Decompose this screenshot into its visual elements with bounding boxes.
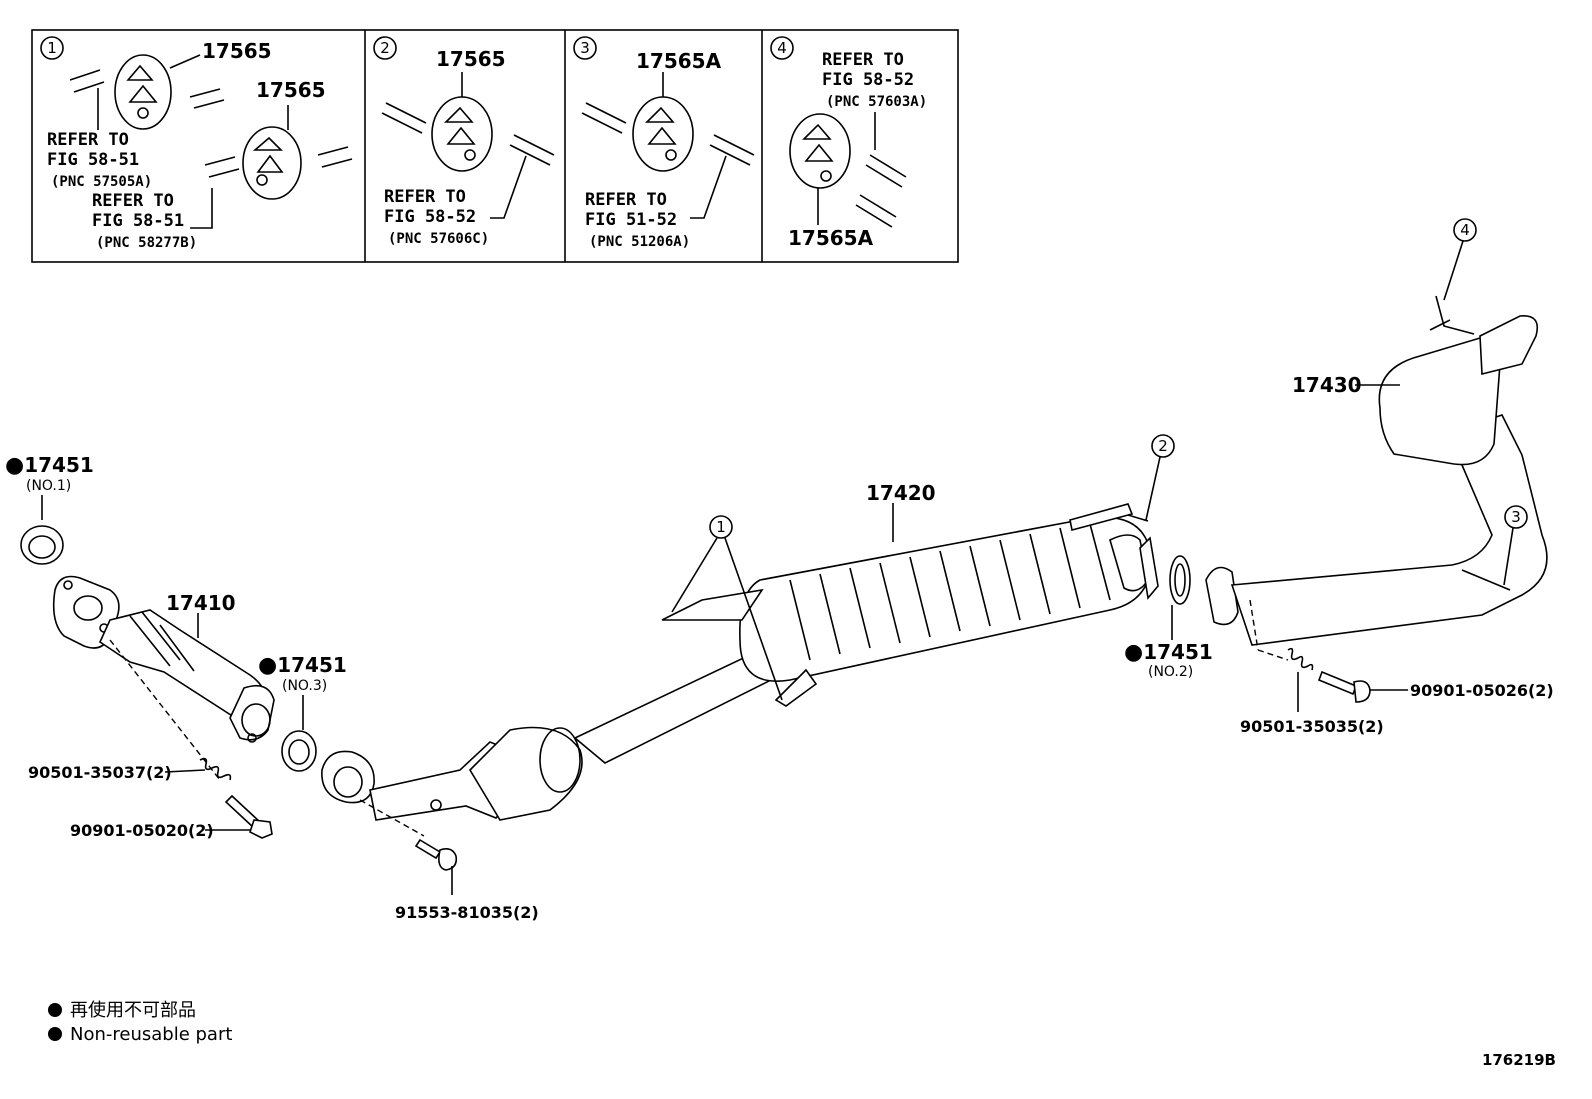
- gasket-no2: [1169, 555, 1191, 640]
- part-number-17451-no3: ●17451: [258, 653, 347, 678]
- pnc-ref: (PNC 58277B): [96, 235, 197, 251]
- pnc-ref: (PNC 57603A): [826, 94, 927, 110]
- part-number-90901-05020: 90901-05020(2): [70, 821, 214, 840]
- legend-item-jp: 再使用不可部品: [70, 1000, 196, 1021]
- panel-number: 4: [777, 39, 787, 57]
- callout-4: 4: [1443, 218, 1477, 301]
- part-number-90501-35035: 90501-35035(2): [1240, 717, 1384, 736]
- part-number-17451-no1: ●17451: [5, 453, 94, 478]
- callout-3: 3: [1503, 505, 1528, 586]
- pnc-ref: (PNC 57505A): [51, 174, 152, 190]
- svg-text:2: 2: [1158, 437, 1168, 455]
- pnc-ref: (PNC 51206A): [589, 234, 690, 250]
- spring-front: [199, 757, 232, 781]
- panel-number: 1: [47, 39, 57, 57]
- part-number-90901-05026: 90901-05026(2): [1410, 681, 1554, 700]
- svg-text:3: 3: [1511, 508, 1521, 526]
- tail-pipe-17430: [1205, 295, 1548, 651]
- refer-to-line: REFER TO: [822, 50, 904, 70]
- inset-panel-3: 3 17565A REFER TO FIG 51-52 (PNC 51206A): [573, 36, 755, 250]
- part-label-17565a: 17565A: [636, 49, 722, 73]
- panel-number: 3: [580, 39, 590, 57]
- part-number-91553-81035: 91553-81035(2): [395, 903, 539, 922]
- fig-ref: FIG 58-51: [47, 150, 139, 170]
- legend-item-en: Non-reusable part: [70, 1024, 232, 1045]
- part-number-17420: 17420: [866, 481, 936, 505]
- svg-text:4: 4: [1460, 221, 1470, 239]
- part-number-17430: 17430: [1292, 373, 1362, 397]
- panel-number: 2: [380, 39, 390, 57]
- bolt-rear: [1317, 670, 1408, 703]
- part-number-17451-no2: ●17451: [1124, 640, 1213, 665]
- fig-ref: FIG 58-52: [822, 70, 914, 90]
- part-label-17565a: 17565A: [788, 226, 874, 250]
- bolt-center: [359, 799, 458, 895]
- figure-id: 176219B: [1482, 1051, 1556, 1069]
- pnc-ref: (PNC 57606C): [388, 231, 489, 247]
- part-sub-no1: (NO.1): [26, 478, 71, 494]
- gasket-no1: [20, 495, 64, 565]
- part-sub-no2: (NO.2): [1148, 664, 1193, 680]
- inset-panels: [31, 29, 959, 263]
- part-sub-no3: (NO.3): [282, 678, 327, 694]
- center-pipe-17420: [321, 503, 1159, 821]
- part-label-17565: 17565: [202, 39, 272, 63]
- part-label-17565: 17565: [436, 47, 506, 71]
- fig-ref: FIG 58-51: [92, 211, 184, 231]
- front-pipe-17410: [52, 575, 275, 781]
- bolt-front: [224, 794, 273, 839]
- refer-to-line: REFER TO: [92, 191, 174, 211]
- svg-text:1: 1: [716, 518, 726, 536]
- inset-panel-1: 1 17565 17565 REFER TO FIG 58-51 (PNC 57…: [40, 36, 353, 251]
- legend: 再使用不可部品 Non-reusable part: [48, 1000, 232, 1045]
- spring-rear: [1257, 647, 1314, 712]
- part-number-90501-35037: 90501-35037(2): [28, 763, 172, 782]
- fig-ref: FIG 58-52: [384, 207, 476, 227]
- refer-to-line: REFER TO: [384, 187, 466, 207]
- inset-panel-2: 2 17565 REFER TO FIG 58-52 (PNC 57606C): [373, 36, 555, 247]
- callout-1: 1: [671, 515, 783, 701]
- refer-to-line: REFER TO: [47, 130, 129, 150]
- gasket-no3: [281, 695, 317, 772]
- part-label-17565: 17565: [256, 78, 326, 102]
- callout-2: 2: [1145, 434, 1175, 521]
- inset-panel-4: 4 REFER TO FIG 58-52 (PNC 57603A) 17565A: [770, 36, 927, 250]
- fig-ref: FIG 51-52: [585, 210, 677, 230]
- part-number-17410: 17410: [166, 591, 236, 615]
- refer-to-line: REFER TO: [585, 190, 667, 210]
